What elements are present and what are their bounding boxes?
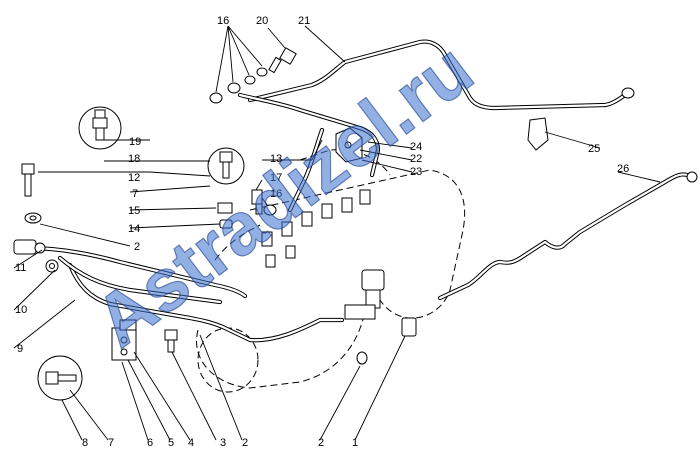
callout-11: 11 <box>15 262 26 274</box>
callout-20: 20 <box>256 15 268 27</box>
fuel-tubes-9-10-11 <box>27 245 345 343</box>
washer-2 <box>24 212 42 224</box>
callout-2-right: 2 <box>318 437 324 449</box>
callout-1: 1 <box>352 437 358 449</box>
callout-23: 23 <box>410 166 422 178</box>
callout-labels: 16 20 21 19 18 12 7 15 14 2 11 10 9 13 1… <box>15 15 629 449</box>
callout-13: 13 <box>270 153 282 165</box>
callout-3: 3 <box>220 437 226 449</box>
bracket-25 <box>527 117 549 151</box>
fuel-tube-13 <box>287 127 325 213</box>
callout-24: 24 <box>410 141 422 153</box>
fuel-tube-24 <box>237 92 381 178</box>
nut-15 <box>217 202 233 214</box>
callout-7-top: 7 <box>132 188 138 200</box>
detail-circle-19 <box>78 106 122 150</box>
callout-5: 5 <box>168 437 174 449</box>
callout-10: 10 <box>15 304 27 316</box>
callout-19: 19 <box>129 136 141 148</box>
callout-8: 8 <box>82 437 88 449</box>
callout-12: 12 <box>128 172 140 184</box>
watermark-text: Astradizel.ru <box>80 27 488 363</box>
detail-circle-18 <box>207 147 245 185</box>
callout-16-top: 16 <box>217 15 229 27</box>
callout-16-mid: 16 <box>270 188 282 200</box>
banjo-fitting-11 <box>13 239 59 273</box>
callout-17: 17 <box>270 172 282 184</box>
filter-assembly-1 <box>344 269 417 365</box>
callout-26: 26 <box>617 163 629 175</box>
fuel-tube-26 <box>437 171 698 301</box>
bolt-5 <box>164 329 178 353</box>
pump-body-outline <box>196 149 466 393</box>
leader-lines <box>13 25 661 441</box>
callout-18: 18 <box>128 153 140 165</box>
callout-22: 22 <box>410 153 422 165</box>
fitting-17 <box>251 189 263 215</box>
callout-2-bottom: 2 <box>242 437 248 449</box>
callout-2-left: 2 <box>134 241 140 253</box>
callout-6: 6 <box>147 437 153 449</box>
bolt-20 <box>268 47 297 74</box>
callout-14: 14 <box>128 223 140 235</box>
callout-7-bottom: 7 <box>108 437 114 449</box>
pump-outlet-fittings <box>261 189 371 268</box>
block-fitting-6 <box>111 319 137 361</box>
callout-25: 25 <box>588 143 600 155</box>
bracket-22 <box>335 127 363 163</box>
callout-9: 9 <box>17 343 23 355</box>
callout-4: 4 <box>188 437 194 449</box>
callout-21: 21 <box>298 15 310 27</box>
detail-circle-8 <box>37 355 83 401</box>
fuel-tube-21 <box>247 39 635 111</box>
bolt-12 <box>21 163 35 197</box>
washer-16b <box>263 204 277 216</box>
washers-16 <box>209 67 268 104</box>
callout-15: 15 <box>128 205 140 217</box>
